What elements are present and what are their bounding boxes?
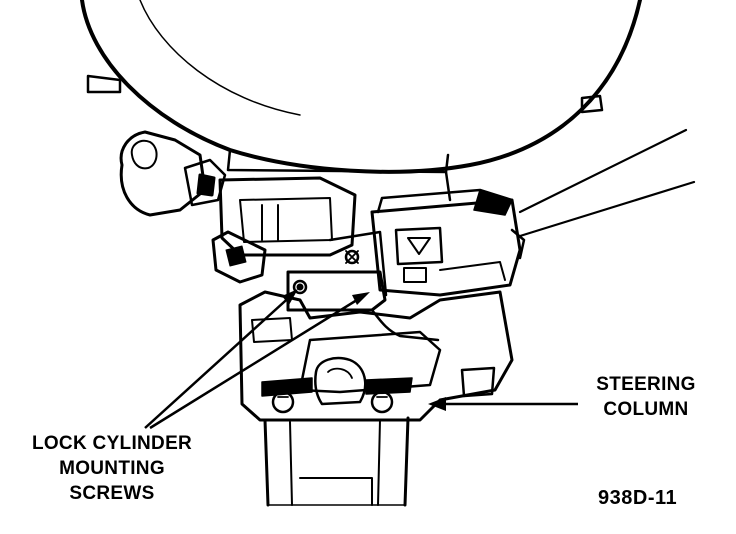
arrow-icon xyxy=(428,397,446,411)
arrowheads xyxy=(282,289,446,411)
arrow-icon xyxy=(352,292,370,305)
ignition-switch xyxy=(370,188,526,297)
label-line: SCREWS xyxy=(69,483,155,504)
steering-wheel xyxy=(80,0,642,174)
label-line: MOUNTING xyxy=(59,458,165,479)
lock-cylinder-screws-label: LOCK CYLINDER MOUNTING SCREWS xyxy=(12,431,212,506)
arrow-icon xyxy=(282,289,298,305)
steering-column-label: STEERING COLUMN xyxy=(576,372,716,422)
label-line: COLUMN xyxy=(603,399,689,420)
callout-lines xyxy=(144,292,578,430)
label-line: LOCK CYLINDER xyxy=(31,433,193,454)
column-tube xyxy=(263,416,410,507)
lock-leader-1 xyxy=(144,292,295,429)
lock-housing xyxy=(286,230,388,312)
upper-leader-lines xyxy=(518,128,696,238)
label-line: STEERING xyxy=(596,374,696,395)
figure-id: 938D-11 xyxy=(598,487,678,509)
column-body xyxy=(238,290,514,422)
wheel-hub xyxy=(226,148,452,202)
switch-connector xyxy=(119,130,357,284)
lock-leader-2 xyxy=(149,293,366,430)
